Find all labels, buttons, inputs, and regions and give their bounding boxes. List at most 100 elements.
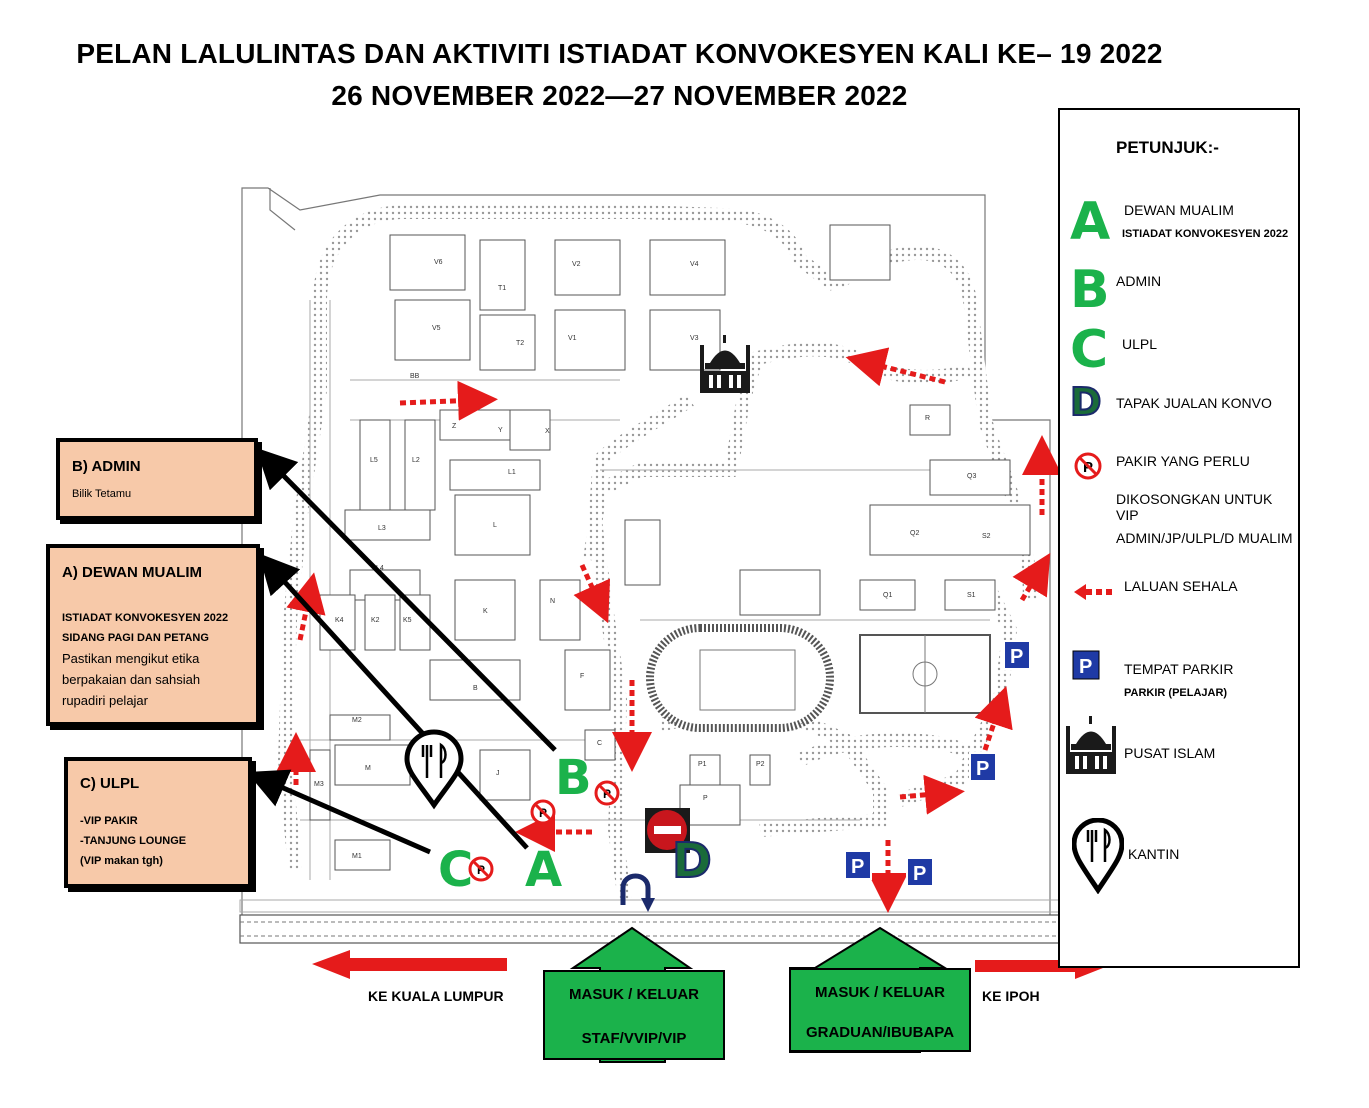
svg-text:L3: L3 <box>378 525 386 532</box>
legend-no-parking-line-3: ADMIN/JP/ULPL/D MUALIM <box>1116 530 1293 546</box>
legend-no-parking-line-2: DIKOSONGKAN UNTUK VIP <box>1116 491 1273 523</box>
svg-text:P: P <box>1079 656 1092 678</box>
svg-text:T2: T2 <box>516 340 524 347</box>
staff-entrance-label: MASUK / KELUAR STAF/VVIP/VIP <box>543 970 725 1060</box>
svg-text:N: N <box>550 598 555 605</box>
svg-text:S2: S2 <box>982 533 991 540</box>
svg-text:C: C <box>597 740 602 747</box>
svg-text:K5: K5 <box>403 617 412 624</box>
ipoh-direction-label: KE IPOH <box>982 988 1040 1004</box>
svg-text:V4: V4 <box>690 261 699 268</box>
legend-d-symbol: D <box>1069 379 1103 425</box>
callout-dewan-sub1: ISTIADAT KONVOKESYEN 2022 <box>62 612 229 624</box>
legend-no-parking-icon: P <box>1074 452 1102 480</box>
callout-ulpl-line-3: (VIP makan tgh) <box>80 855 163 867</box>
svg-text:K2: K2 <box>371 617 380 624</box>
legend-no-parking-line-1: PAKIR YANG PERLU <box>1116 453 1250 469</box>
legend-a-sub: ISTIADAT KONVOKESYEN 2022 <box>1122 228 1289 240</box>
svg-text:P: P <box>703 795 708 802</box>
callout-lines <box>246 447 557 855</box>
legend-one-way-arrow-icon <box>1074 584 1116 600</box>
svg-text:K: K <box>483 608 488 615</box>
no-parking-icon: P <box>468 856 494 882</box>
buildings <box>309 224 1031 871</box>
svg-text:M2: M2 <box>352 717 362 724</box>
graduate-entrance-label: MASUK / KELUAR GRADUAN/IBUBAPA <box>789 968 971 1052</box>
svg-text:F: F <box>580 673 584 680</box>
callout-dewan: A) DEWAN MUALIM ISTIADAT KONVOKESYEN 202… <box>46 544 260 726</box>
svg-text:P: P <box>1010 646 1023 668</box>
svg-text:P1: P1 <box>698 761 707 768</box>
graduate-entrance-line1: MASUK / KELUAR <box>815 984 945 1001</box>
football-field <box>859 634 991 714</box>
highway <box>239 899 1061 944</box>
callout-admin-heading: B) ADMIN <box>72 458 141 475</box>
legend-b-label: ADMIN <box>1116 273 1162 289</box>
legend-panel: PETUNJUK:- A DEWAN MUALIM ISTIADAT KONVO… <box>1058 108 1300 968</box>
running-track <box>646 624 834 732</box>
svg-text:Q2: Q2 <box>910 530 919 537</box>
callout-admin: B) ADMIN Bilik Tetamu <box>56 438 258 520</box>
svg-text:P: P <box>976 758 989 780</box>
callout-dewan-note-3: rupadiri pelajar <box>62 693 148 708</box>
canteen-icon <box>404 729 464 810</box>
callout-ulpl-line-1: -VIP PAKIR <box>80 815 138 827</box>
svg-text:V5: V5 <box>432 325 441 332</box>
svg-text:Z: Z <box>452 423 457 430</box>
svg-text:M3: M3 <box>314 781 324 788</box>
legend-a-label: DEWAN MUALIM <box>1124 202 1234 218</box>
parking-icon: P P P P <box>844 640 1031 887</box>
svg-text:Q3: Q3 <box>967 473 976 480</box>
legend-one-way-label: LALUAN SEHALA <box>1124 578 1238 594</box>
legend-parking-icon: P <box>1072 650 1100 680</box>
svg-text:B: B <box>473 685 478 692</box>
legend-heading: PETUNJUK:- <box>1116 138 1219 157</box>
marker-d: D <box>671 832 713 890</box>
svg-text:S1: S1 <box>967 592 976 599</box>
no-entry-icon <box>645 808 690 853</box>
legend-canteen-label: KANTIN <box>1128 846 1180 862</box>
callout-ulpl: C) ULPL -VIP PAKIR -TANJUNG LOUNGE (VIP … <box>64 757 252 888</box>
legend-mosque-label: PUSAT ISLAM <box>1124 745 1216 761</box>
no-parking-icon: P <box>530 799 556 825</box>
legend-canteen-icon <box>1072 818 1124 894</box>
svg-text:P: P <box>913 863 926 885</box>
legend-a-symbol: A <box>1070 192 1111 252</box>
legend-c-symbol: C <box>1070 320 1109 380</box>
page-subtitle: 26 NOVEMBER 2022—27 NOVEMBER 2022 <box>331 80 908 111</box>
callout-dewan-heading: A) DEWAN MUALIM <box>62 564 202 581</box>
svg-text:M: M <box>365 765 371 772</box>
svg-text:V2: V2 <box>572 261 581 268</box>
svg-text:L5: L5 <box>370 457 378 464</box>
legend-mosque-icon <box>1066 716 1116 774</box>
svg-text:Q1: Q1 <box>883 592 892 599</box>
graduate-entrance-line2: GRADUAN/IBUBAPA <box>805 1024 955 1041</box>
svg-text:V6: V6 <box>434 259 443 266</box>
callout-admin-sub: Bilik Tetamu <box>72 488 132 500</box>
legend-b-symbol: B <box>1070 260 1110 320</box>
kl-direction-arrow <box>312 950 507 979</box>
svg-text:P: P <box>851 856 864 878</box>
u-turn-icon <box>620 873 655 912</box>
callout-ulpl-heading: C) ULPL <box>80 775 140 792</box>
marker-b: B <box>555 750 592 806</box>
mosque-icon <box>700 335 750 393</box>
staff-entrance-line1: MASUK / KELUAR <box>569 986 699 1003</box>
marker-a: A <box>525 842 563 898</box>
callout-dewan-note-1: Pastikan mengikut etika <box>62 651 200 666</box>
callout-dewan-sub2: SIDANG PAGI DAN PETANG <box>62 632 209 644</box>
svg-text:BB: BB <box>410 373 420 380</box>
svg-text:V3: V3 <box>690 335 699 342</box>
svg-text:L: L <box>493 522 497 529</box>
page-title: PELAN LALULINTAS DAN AKTIVITI ISTIADAT K… <box>76 38 1163 69</box>
callout-ulpl-line-2: -TANJUNG LOUNGE <box>80 835 187 847</box>
svg-text:L1: L1 <box>508 469 516 476</box>
svg-text:K4: K4 <box>335 617 344 624</box>
no-parking-icon: P <box>594 780 620 806</box>
svg-text:J: J <box>496 770 500 777</box>
legend-parking-label: TEMPAT PARKIR <box>1124 661 1234 677</box>
legend-d-label: TAPAK JUALAN KONVO <box>1116 395 1272 411</box>
svg-text:M1: M1 <box>352 853 362 860</box>
